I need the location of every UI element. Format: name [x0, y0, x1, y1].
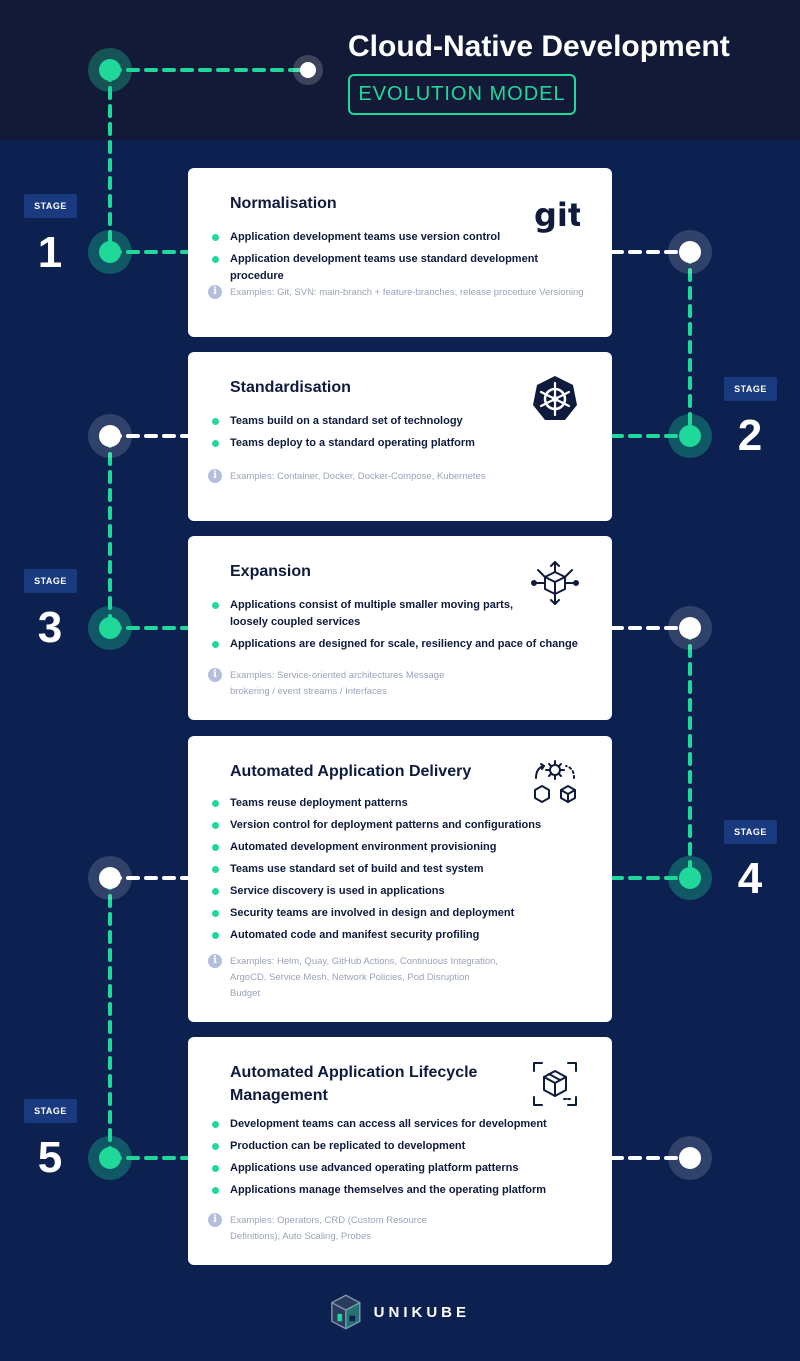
header-end-node [293, 55, 323, 85]
stage-card-expansion: Expansion Applications consist of multip… [188, 536, 612, 720]
kubernetes-helm-icon [530, 374, 580, 424]
node-4-active [668, 856, 712, 900]
examples-note: i Examples: Helm, Quay, GitHub Actions, … [208, 954, 592, 1002]
network-cube-icon [530, 558, 580, 608]
unikube-cube-logo-icon [331, 1294, 361, 1330]
info-icon: i [208, 1213, 222, 1227]
subtitle-badge: EVOLUTION MODEL [348, 74, 576, 115]
list-item: Teams use standard set of build and test… [212, 861, 594, 878]
card-title: Expansion [230, 563, 311, 580]
list-item: Automated development environment provis… [212, 839, 594, 856]
card-title: Automated Application Delivery [230, 763, 472, 780]
node-5-active [88, 1136, 132, 1180]
stage-number-4: 4 [737, 854, 763, 903]
stage-card-standardisation: Standardisation Teams build on a standar… [188, 352, 612, 521]
node-4-inactive [88, 856, 132, 900]
stage-card-automated-delivery: Automated Application Delivery Team [188, 736, 612, 1022]
stage-card-normalisation: Normalisation git Application developmen… [188, 168, 612, 337]
info-icon: i [208, 954, 222, 968]
stage-badge-1: STAGE [24, 194, 77, 218]
stage-badge-2: STAGE [724, 377, 777, 401]
bullet-list: Teams build on a standard set of technol… [212, 413, 594, 457]
examples-text: Examples: Operators, CRD (Custom Resourc… [230, 1215, 427, 1242]
brand-name: UNIKUBE [373, 1303, 470, 1321]
examples-text: Examples: Container, Docker, Docker-Comp… [230, 471, 486, 482]
stage-card-lifecycle-management: Automated Application Lifecycle Manageme… [188, 1037, 612, 1265]
stage-badge-5: STAGE [24, 1099, 77, 1123]
stage-badge-3: STAGE [24, 569, 77, 593]
bullet-list: Applications consist of multiple smaller… [212, 597, 594, 658]
node-2-active [668, 414, 712, 458]
node-1-active [88, 230, 132, 274]
list-item: Automated code and manifest security pro… [212, 927, 594, 944]
page-title: Cloud-Native Development [348, 30, 730, 63]
list-item: Version control for deployment patterns … [212, 817, 594, 834]
list-item: Applications consist of multiple smaller… [212, 597, 522, 631]
list-item: Applications are designed for scale, res… [212, 636, 594, 653]
card-title: Standardisation [230, 379, 351, 396]
node-1-inactive [668, 230, 712, 274]
card-title: Normalisation [230, 195, 337, 212]
examples-note: i Examples: Service-oriented architectur… [208, 668, 592, 700]
stage-number-2: 2 [737, 411, 763, 460]
list-item: Applications use advanced operating plat… [212, 1160, 594, 1177]
node-3-inactive [668, 606, 712, 650]
gear-cubes-cycle-icon [530, 758, 580, 808]
list-item: Application development teams use versio… [212, 229, 594, 246]
node-5-inactive [668, 1136, 712, 1180]
list-item: Production can be replicated to developm… [212, 1138, 594, 1155]
bullet-list: Application development teams use versio… [212, 229, 594, 290]
info-icon: i [208, 285, 222, 299]
stage-badge-4: STAGE [724, 820, 777, 844]
list-item: Teams build on a standard set of technol… [212, 413, 594, 430]
info-icon: i [208, 469, 222, 483]
list-item: Teams deploy to a standard operating pla… [212, 435, 594, 452]
bullet-list: Teams reuse deployment patterns Version … [212, 795, 594, 949]
examples-text: Examples: Git, SVN: main-branch + featur… [230, 287, 584, 298]
list-item: Teams reuse deployment patterns [212, 795, 594, 812]
examples-note: i Examples: Container, Docker, Docker-Co… [208, 469, 592, 485]
examples-text: Examples: Helm, Quay, GitHub Actions, Co… [230, 956, 499, 999]
stage-number-1: 1 [37, 228, 63, 277]
list-item: Applications manage themselves and the o… [212, 1182, 594, 1199]
examples-note: i Examples: Git, SVN: main-branch + feat… [208, 285, 592, 301]
footer-brand: UNIKUBE [330, 1292, 470, 1332]
git-logo-icon: git [530, 190, 583, 240]
stage-number-5: 5 [37, 1133, 63, 1182]
subtitle-text: EVOLUTION MODEL [358, 83, 566, 105]
list-item: Security teams are involved in design an… [212, 905, 594, 922]
svg-text:git: git [534, 196, 580, 234]
node-2-inactive [88, 414, 132, 458]
info-icon: i [208, 668, 222, 682]
node-3-active [88, 606, 132, 650]
examples-text: Examples: Service-oriented architectures… [230, 670, 445, 697]
list-item: Application development teams use standa… [212, 251, 594, 285]
stage-number-3: 3 [37, 603, 63, 652]
list-item: Development teams can access all service… [212, 1116, 594, 1133]
header-start-node [88, 48, 132, 92]
bullet-list: Development teams can access all service… [212, 1116, 594, 1204]
cube-scan-frame-icon [530, 1059, 580, 1109]
card-title: Automated Application Lifecycle Manageme… [230, 1064, 478, 1104]
examples-note: i Examples: Operators, CRD (Custom Resou… [208, 1213, 592, 1245]
list-item: Service discovery is used in application… [212, 883, 594, 900]
